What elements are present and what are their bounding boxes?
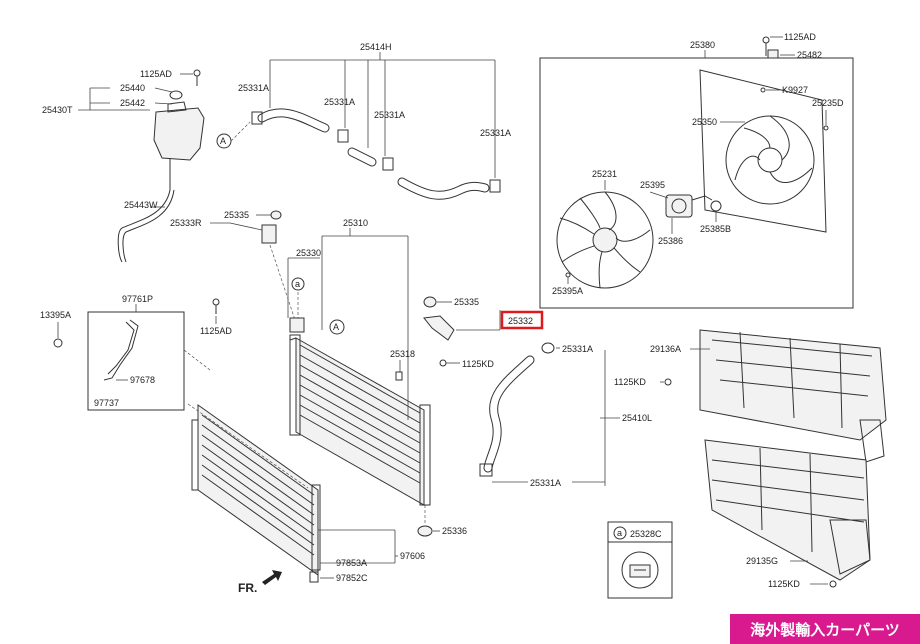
bolt-1125ad-fan [762, 36, 770, 56]
label-29135g: 29135G [746, 556, 778, 566]
import-parts-banner: 海外製輸入カーパーツ [730, 614, 920, 644]
label-1125ad-fan: 1125AD [784, 32, 816, 42]
label-97852c: 97852C [336, 573, 368, 583]
carrier-upper [699, 329, 887, 463]
upper-hose-assembly [251, 108, 501, 200]
label-13395a: 13395A [40, 310, 71, 320]
label-1125kd-center: 1125KD [462, 359, 494, 369]
label-97678: 97678 [130, 375, 155, 385]
label-fr: FR. [238, 581, 257, 595]
label-25331a-3: 25331A [374, 110, 405, 120]
ref-a-icon: A [220, 136, 226, 146]
ref-a-inset: a [617, 528, 622, 538]
label-25410l: 25410L [622, 413, 652, 423]
label-25235d: 25235D [812, 98, 844, 108]
label-1125kd-bottom: 1125KD [768, 579, 800, 589]
label-1125kd-right: 1125KD [614, 377, 646, 387]
label-25350: 25350 [692, 117, 717, 127]
label-25328c: 25328C [630, 529, 662, 539]
label-25443w: 25443W [124, 200, 158, 210]
label-25395: 25395 [640, 180, 665, 190]
arrow-icon [262, 570, 282, 585]
label-25333r: 25333R [170, 218, 202, 228]
label-25231: 25231 [592, 169, 617, 179]
label-97737: 97737 [94, 398, 119, 408]
label-25332: 25332 [508, 316, 533, 326]
label-25331a-4: 25331A [480, 128, 511, 138]
fan-shroud [699, 69, 827, 233]
label-25440: 25440 [120, 83, 145, 93]
bolt-1125ad-top [193, 69, 201, 86]
label-25331a-6: 25331A [530, 478, 561, 488]
label-97761p: 97761P [122, 294, 153, 304]
label-25330: 25330 [296, 248, 321, 258]
label-25414h: 25414H [360, 42, 392, 52]
carrier-lower [704, 439, 871, 581]
fan-blade [556, 191, 654, 289]
label-1125ad-top: 1125AD [140, 69, 172, 79]
label-25331a-5: 25331A [562, 344, 593, 354]
label-29136a: 29136A [650, 344, 681, 354]
coolant-reservoir [153, 90, 205, 190]
ref-a-small: a [295, 279, 300, 289]
bolt-1125ad-mid [212, 298, 220, 314]
fan-motor [665, 194, 713, 218]
label-25331a-1: 25331A [238, 83, 269, 93]
callout-25332: 25332 [500, 310, 544, 330]
label-1125ad-mid: 1125AD [200, 326, 232, 336]
label-25380: 25380 [690, 40, 715, 50]
radiator [289, 334, 431, 506]
label-25395a: 25395A [552, 286, 583, 296]
label-25310: 25310 [343, 218, 368, 228]
label-25386: 25386 [658, 236, 683, 246]
label-25385b: 25385B [700, 224, 731, 234]
label-k9927: K9927 [782, 85, 808, 95]
label-25335-2: 25335 [454, 297, 479, 307]
label-25331a-2: 25331A [324, 97, 355, 107]
label-25318: 25318 [390, 349, 415, 359]
label-97853a: 97853A [336, 558, 367, 568]
lower-hose [479, 342, 555, 477]
inset-25328c: a 25328C [607, 521, 673, 599]
label-97606: 97606 [400, 551, 425, 561]
ref-a-icon-2: A [333, 322, 339, 332]
label-25336: 25336 [442, 526, 467, 536]
label-25430t: 25430T [42, 105, 73, 115]
label-25442: 25442 [120, 98, 145, 108]
label-25335-1: 25335 [224, 210, 249, 220]
label-25482: 25482 [797, 50, 822, 60]
